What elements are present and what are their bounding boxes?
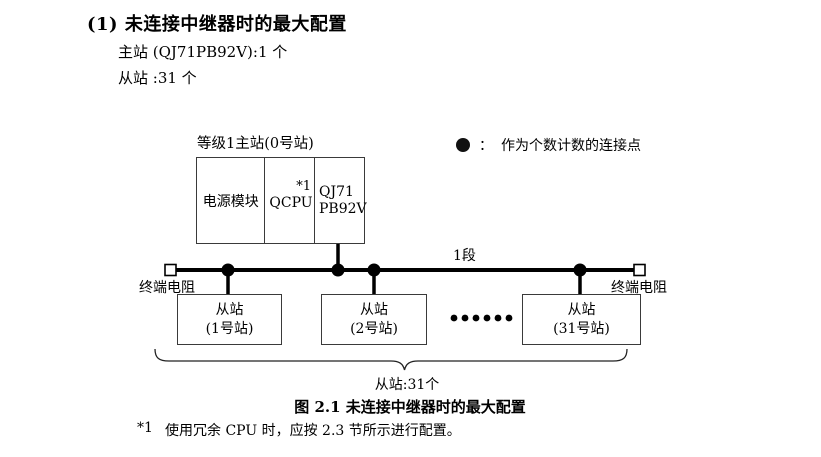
master-station-spec: 主站 (QJ71PB92V):1 个 — [118, 43, 288, 61]
cpu-label: QCPU — [269, 195, 313, 211]
cpu-cell: *1 QCPU — [265, 158, 315, 243]
ellipsis-dots — [450, 314, 513, 322]
connection-dot — [573, 263, 587, 277]
slave-station-box-31: 从站 (31号站) — [522, 294, 641, 345]
segment-label: 1段 — [453, 248, 476, 264]
slave-station-box-1: 从站 (1号站) — [177, 294, 282, 345]
terminator-label-right: 终端电阻 — [611, 280, 667, 296]
connection-dot — [367, 263, 381, 277]
legend-text: 作为个数计数的连接点 — [501, 138, 641, 154]
pb92v-line1: QJ71 — [319, 184, 354, 201]
connection-dot — [221, 263, 235, 277]
master-station-label: 等级1主站(0号站) — [197, 136, 314, 152]
counted-connection-point-icon — [456, 138, 470, 152]
connection-dot — [331, 263, 345, 277]
pb92v-line2: PB92V — [319, 200, 367, 217]
slave31-title: 从站 — [567, 301, 596, 318]
slave-station-spec: 从站 :31 个 — [118, 69, 197, 87]
footnote-marker: *1 — [137, 420, 153, 436]
legend-colon: ： — [479, 138, 493, 154]
slave2-title: 从站 — [360, 301, 388, 318]
cpu-footnote-ref: *1 — [296, 179, 311, 194]
slave31-number: (31号站) — [553, 320, 610, 337]
section-heading: (1) 未连接中继器时的最大配置 — [87, 14, 347, 35]
footnote-text: 使用冗余 CPU 时，应按 2.3 节所示进行配置。 — [165, 423, 461, 439]
pb92v-module-cell: QJ71 PB92V — [315, 158, 367, 243]
figure-caption: 图 2.1 未连接中继器时的最大配置 — [294, 398, 526, 416]
terminator-square-left — [164, 263, 177, 277]
terminator-label-left: 终端电阻 — [139, 280, 195, 296]
slave1-title: 从站 — [215, 301, 244, 318]
master-station-box: 电源模块 *1 QCPU QJ71 PB92V — [196, 157, 367, 244]
legend: ： 作为个数计数的连接点 — [456, 135, 641, 155]
slave-station-box-2: 从站 (2号站) — [321, 294, 427, 345]
slave-count-brace — [154, 348, 628, 371]
terminator-square-right — [633, 263, 646, 277]
slave2-number: (2号站) — [350, 320, 398, 337]
power-module-cell: 电源模块 — [197, 158, 266, 243]
slave1-number: (1号站) — [205, 320, 254, 337]
slave-count-label: 从站:31个 — [374, 377, 440, 393]
